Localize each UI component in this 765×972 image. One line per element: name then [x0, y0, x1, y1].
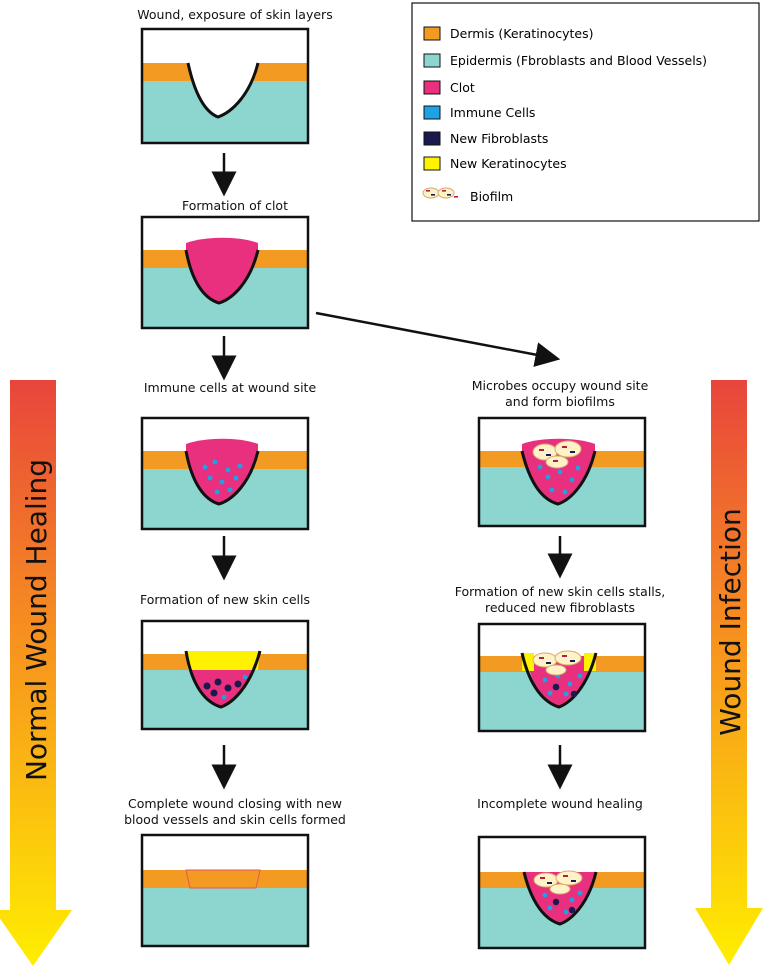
diagonal-arrow-icon [315, 311, 561, 367]
caption-microbes-line2: and form biofilms [505, 394, 615, 409]
normal-healing-label: Normal Wound Healing [20, 459, 53, 781]
legend-swatch-clot [423, 80, 441, 95]
panel-new-cells [140, 619, 310, 731]
legend-swatch-dermis [423, 26, 441, 41]
legend-label-biofilm: Biofilm [470, 189, 513, 204]
panel-complete [140, 833, 310, 948]
legend-swatch-fibroblasts [423, 131, 441, 146]
legend-label-clot: Clot [450, 80, 475, 95]
legend-label-epidermis: Epidermis (Fbroblasts and Blood Vessels) [450, 53, 707, 68]
panel-clot [140, 215, 310, 330]
biofilm-cluster [532, 440, 582, 469]
normal-healing-arrow [0, 380, 72, 966]
panel-stalls [477, 622, 647, 733]
caption-wound: Wound, exposure of skin layers [137, 7, 333, 22]
panel-immune [140, 416, 310, 531]
panel-incomplete [477, 835, 647, 950]
wound-infection-arrow [695, 380, 763, 965]
legend-swatch-epidermis [423, 53, 441, 68]
caption-stalls-line1: Formation of new skin cells stalls, [454, 584, 666, 599]
wound-infection-label: Wound Infection [714, 508, 747, 735]
caption-stalls-line2: reduced new fibroblasts [484, 600, 635, 615]
caption-clot: Formation of clot [182, 198, 288, 213]
immune-cells [202, 459, 243, 495]
legend-label-keratinocytes: New Keratinocytes [450, 156, 567, 171]
biofilm-icon [422, 187, 458, 199]
caption-new-cells: Formation of new skin cells [139, 592, 311, 607]
panel-microbes [477, 416, 647, 528]
legend-label-dermis: Dermis (Keratinocytes) [450, 26, 594, 41]
caption-microbes-line1: Microbes occupy wound site [471, 378, 649, 393]
caption-complete-line2: blood vessels and skin cells formed [124, 812, 346, 827]
legend-label-fibroblasts: New Fibroblasts [450, 131, 548, 146]
legend: Dermis (Keratinocytes) Epidermis (Fbrobl… [411, 2, 760, 222]
caption-incomplete: Incomplete wound healing [477, 796, 643, 811]
legend-swatch-keratinocytes [423, 156, 441, 171]
new-fibroblasts [203, 678, 242, 697]
legend-label-immune: Immune Cells [450, 105, 535, 120]
caption-complete-line1: Complete wound closing with new [128, 796, 342, 811]
legend-swatch-immune [423, 105, 441, 120]
panel-wound [140, 27, 310, 145]
caption-immune: Immune cells at wound site [143, 380, 317, 395]
